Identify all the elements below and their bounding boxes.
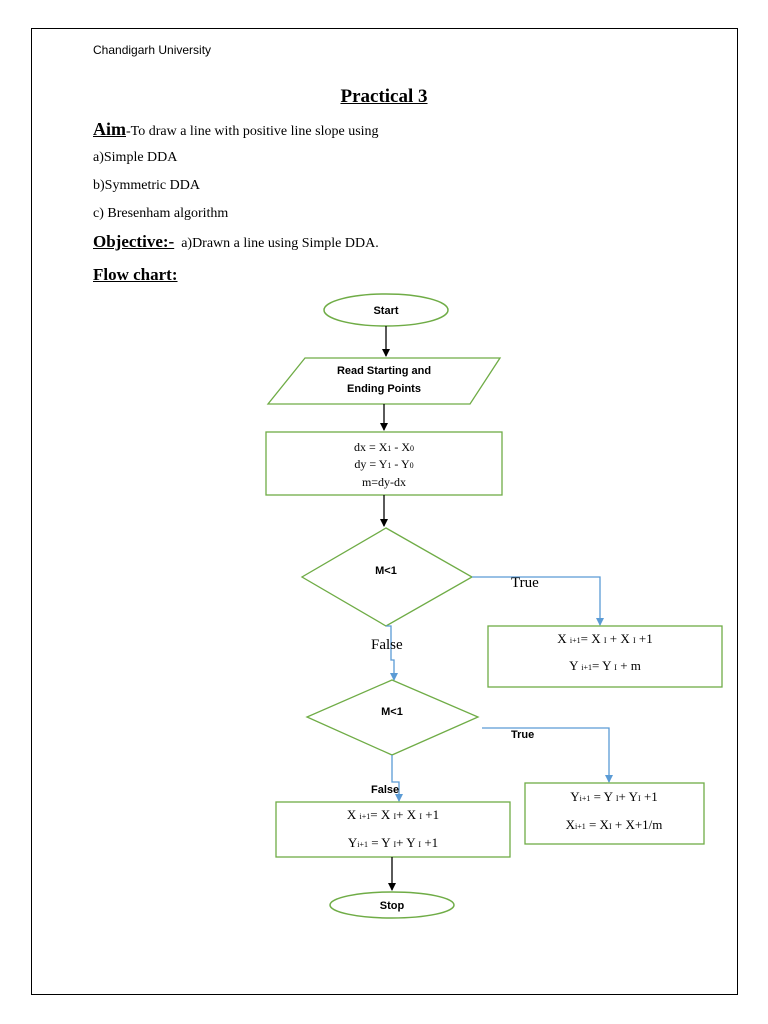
university-header: Chandigarh University [93,43,212,57]
true1-label: True [511,575,539,591]
aim-line: Aim-To draw a line with positive line sl… [93,119,379,140]
calc-process-box [265,431,503,496]
stop-terminal [329,891,455,919]
read-input-shape [266,357,502,405]
left2-process-box [275,801,511,858]
stop-label: Stop [380,900,405,912]
practical-title: Practical 3 [340,86,428,107]
right2-process-box [524,782,705,845]
right1-process-box [487,625,723,688]
read-label-line2: Ending Points [347,383,421,395]
flowchart-heading: Flow chart: [93,265,178,284]
decision1-diamond [300,527,474,627]
left2-line1: X i+1= X I+ X I +1 [347,807,439,822]
objective-text: a)Drawn a line using Simple DDA. [181,236,379,251]
false2-label: False [371,784,399,796]
arrow-decision1-true [472,576,604,626]
right2-line1: Yi+1 = Y I+ YI +1 [570,789,658,804]
calc-line-m: m=dy-dx [362,475,406,489]
aim-text: -To draw a line with positive line slope… [126,124,379,139]
aim-item-1: a)Simple DDA [93,150,178,165]
right2-line2: Xi+1 = XI + X+1/m [566,817,663,832]
calc-line-dx: dx = X1 - X0 [354,440,414,454]
read-label-line1: Read Starting and [337,365,431,377]
objective-label: Objective:- [93,232,175,251]
arrow-decision2-true [482,727,613,783]
start-label: Start [373,305,398,317]
arrow-decision1-false [386,625,398,681]
aim-label: Aim [93,119,126,139]
true2-label: True [511,729,534,741]
calc-line-dy: dy = Y1 - Y0 [354,457,413,471]
decision2-label: M<1 [381,706,403,718]
right1-line2: Y i+1= Y I + m [569,658,641,673]
false1-label: False [371,637,403,653]
arrow-decision2-false [391,755,403,802]
objective-line: Objective:- a)Drawn a line using Simple … [93,232,379,252]
aim-item-3: c) Bresenham algorithm [93,206,229,221]
left2-line2: Yi+1 = Y I+ Y I +1 [348,835,438,850]
right1-line1: X i+1= X I + X I +1 [557,631,653,646]
aim-item-2: b)Symmetric DDA [93,178,200,193]
decision1-label: M<1 [375,565,397,577]
page-border [31,28,738,995]
